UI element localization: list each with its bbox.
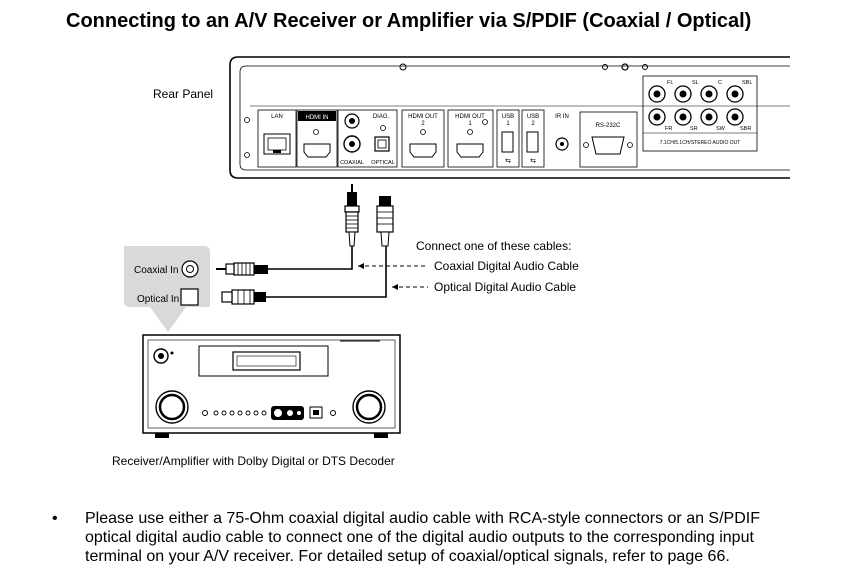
multichannel-audio-out: 7.1CH/5.1CH/STEREO AUDIO OUT FL SL C SBL… xyxy=(642,75,758,152)
optical-in-label: Optical In xyxy=(137,294,179,305)
coaxial-in-label: Coaxial In xyxy=(134,265,178,276)
instruction-text: Please use either a 75-Ohm coaxial digit… xyxy=(85,510,760,565)
rs232c-label: RS-232C xyxy=(596,123,621,129)
diag-label: DIAG. xyxy=(373,114,390,120)
coaxial-label: COAXIAL xyxy=(340,160,364,166)
optical-label: OPTICAL xyxy=(371,160,395,166)
channel-fl-label: FL xyxy=(667,80,673,86)
receiver-caption: Receiver/Amplifier with Dolby Digital or… xyxy=(112,454,395,468)
ir-in-port: IR IN xyxy=(555,114,569,151)
usb-1-label: USB xyxy=(502,114,514,120)
digital-audio-outputs: DIAG. COAXIAL OPTICAL xyxy=(337,109,398,168)
usb-2-number: 2 xyxy=(531,121,535,127)
usb-1-number: 1 xyxy=(506,121,510,127)
coaxial-plug-side xyxy=(216,262,268,276)
connect-one-label: Connect one of these cables: xyxy=(416,239,571,253)
optical-output-jack xyxy=(374,136,390,152)
channel-c-label: C xyxy=(718,80,722,86)
coaxial-in-jack xyxy=(181,260,199,278)
channel-sl-label: SL xyxy=(692,80,699,86)
av-receiver xyxy=(142,334,401,438)
usb-2-label: USB xyxy=(527,114,539,120)
usb-icon: ⇆ xyxy=(505,158,511,165)
usb-1-port: USB 1 ⇆ xyxy=(496,109,520,168)
bullet-point: • xyxy=(52,510,58,527)
channel-sbl-label: SBL xyxy=(742,80,752,86)
rs232c-port: RS-232C xyxy=(579,111,638,168)
lan-label: LAN xyxy=(271,114,283,120)
hdmi-out-1-label: HDMI OUT xyxy=(455,114,485,120)
usb-2-port: USB 2 ⇆ xyxy=(521,109,545,168)
optical-plug-top xyxy=(376,196,394,247)
coaxial-wire xyxy=(268,246,353,270)
ir-in-label: IR IN xyxy=(555,114,569,120)
usb-icon: ⇆ xyxy=(530,158,536,165)
hdmi-out-2-number: 2 xyxy=(421,121,425,127)
channel-sw-label: SW xyxy=(716,126,726,132)
hdmi-out-2-port: HDMI OUT 2 xyxy=(401,109,445,168)
channel-fr-label: FR xyxy=(665,126,672,132)
coaxial-cable-label: Coaxial Digital Audio Cable xyxy=(434,259,579,273)
optical-plug-side xyxy=(221,289,266,305)
rear-panel xyxy=(229,56,790,179)
multichannel-caption: 7.1CH/5.1CH/STEREO AUDIO OUT xyxy=(660,140,741,146)
channel-sbr-label: SBR xyxy=(740,126,751,132)
coaxial-output-jack xyxy=(343,135,361,153)
optical-wire xyxy=(266,246,387,298)
hdmi-in-label: HDMI IN xyxy=(306,115,329,121)
channel-sr-label: SR xyxy=(690,126,698,132)
hdmi-out-1-port: HDMI OUT 1 xyxy=(447,109,494,168)
optical-cable-label: Optical Digital Audio Cable xyxy=(434,280,576,294)
optical-in-jack xyxy=(180,288,199,306)
rear-panel-label: Rear Panel xyxy=(153,87,213,101)
hdmi-out-1-number: 1 xyxy=(468,121,472,127)
hdmi-in-port: HDMI IN xyxy=(296,109,338,168)
hdmi-out-2-label: HDMI OUT xyxy=(408,114,438,120)
lan-port: LAN xyxy=(257,109,297,168)
coaxial-plug-top xyxy=(344,184,360,247)
page-title: Connecting to an A/V Receiver or Amplifi… xyxy=(66,10,752,32)
